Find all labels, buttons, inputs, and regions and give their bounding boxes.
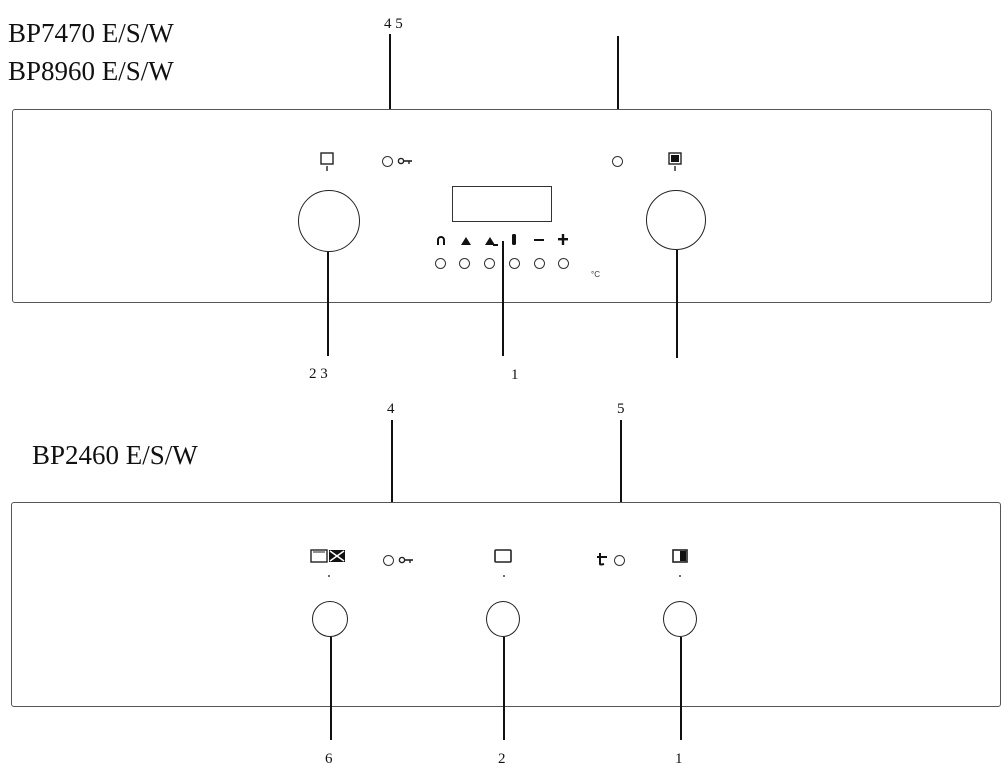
bell-button[interactable] [435,258,446,269]
temp-unit-label: °C [591,270,600,279]
key-lock-icon [398,556,413,564]
timer-knob[interactable] [312,601,348,637]
leader-line-4-5 [389,34,391,152]
timer-marker-dot [328,575,330,577]
callout-5-bottom: 5 [617,401,625,417]
plus-button[interactable] [558,258,569,269]
temperature-indicator-light [612,156,623,167]
callout-2-bottom: 2 [498,751,506,767]
key-lock-light [382,156,393,167]
leader-line-6 [330,637,332,740]
thermostat-knob-bottom[interactable] [663,601,697,637]
model-title-bottom: BP2460 E/S/W [32,440,198,470]
clock-icon [512,234,516,245]
leader-line-indicator [617,36,619,152]
display-screen [452,186,552,222]
oven-function-icon [320,152,334,171]
callout-6: 6 [325,751,333,767]
function-knob[interactable] [298,190,360,252]
cook-time-icon [461,237,471,245]
end-time-button[interactable] [484,258,495,269]
timer-icon [310,549,345,563]
model-title-top-2: BP8960 E/S/W [8,56,174,86]
leader-line-temperature [676,250,678,358]
callout-1-bottom: 1 [675,751,683,767]
callout-4-bottom: 4 [387,401,395,417]
temperature-knob[interactable] [646,190,706,250]
thermostat-icon [672,549,688,563]
bell-icon [437,236,445,245]
oven-function-icon [494,549,512,563]
function-knob-bottom[interactable] [486,601,520,637]
leader-line-1-bottom [680,637,682,740]
leader-line-1-top [502,241,504,356]
plus-icon [558,234,568,245]
thermostat-marker-dot [679,575,681,577]
temperature-light-icon [597,553,607,566]
key-lock-light-bottom [383,555,394,566]
function-marker-dot [503,575,505,577]
model-title-top-1: BP7470 E/S/W [8,18,174,48]
end-time-icon [485,237,498,246]
callout-1-top: 1 [511,367,519,383]
leader-line-2-bottom [503,637,505,740]
temperature-light-bottom [614,555,625,566]
thermostat-icon [668,152,682,171]
callout-4-5: 4 5 [384,16,403,32]
cook-time-button[interactable] [459,258,470,269]
leader-line-2-3 [327,252,329,356]
key-lock-icon [397,157,412,165]
clock-button[interactable] [509,258,520,269]
minus-button[interactable] [534,258,545,269]
minus-icon [534,239,544,241]
leader-line-4-bottom [391,420,393,554]
callout-2-3: 2 3 [309,366,328,382]
leader-line-5-bottom [620,420,622,554]
